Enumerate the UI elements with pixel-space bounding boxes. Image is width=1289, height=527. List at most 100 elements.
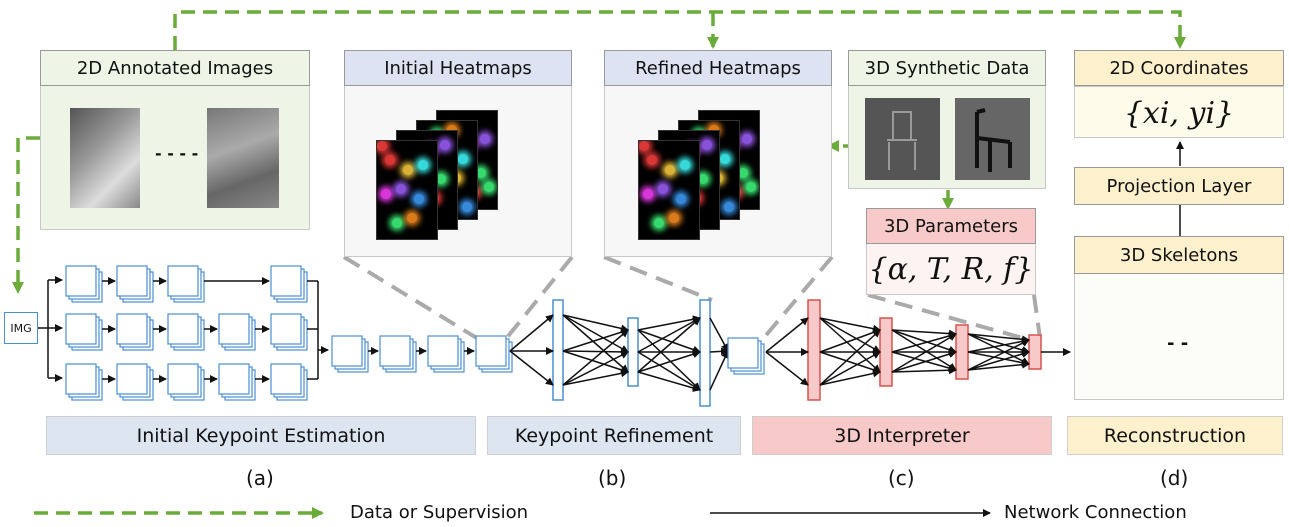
network-graph — [38, 265, 1071, 407]
connection-line — [967, 337, 1030, 353]
connection-line — [891, 366, 957, 375]
connection-line — [967, 333, 1030, 344]
connection-line — [891, 350, 957, 373]
heatmap-frame — [638, 140, 700, 240]
connection-line — [637, 317, 701, 353]
interpreter-layer — [807, 299, 821, 401]
connection-line — [891, 351, 957, 372]
connection-line — [819, 317, 881, 373]
chair-photo-2 — [207, 108, 279, 208]
parameters-panel — [866, 242, 1036, 295]
connection-line — [637, 315, 701, 331]
conv-block — [331, 335, 363, 367]
heat-blob — [720, 154, 730, 164]
heat-blob — [407, 213, 417, 223]
connection-line — [562, 369, 629, 386]
connection-line — [819, 351, 881, 374]
section-letter-a: (a) — [246, 466, 274, 490]
conv-block — [65, 313, 97, 345]
connection-line — [562, 328, 629, 352]
conv-block — [379, 335, 411, 367]
conv-block — [116, 363, 148, 395]
skeletons-panel — [1074, 273, 1284, 400]
heat-blob — [669, 213, 679, 223]
heat-blob — [377, 141, 387, 151]
fc-layer — [627, 317, 639, 387]
interpreter-layer — [1028, 334, 1042, 370]
heat-blob — [676, 194, 686, 204]
section-reconstruction: Reconstruction — [1067, 416, 1283, 455]
connection-line — [819, 317, 881, 333]
heat-blob — [381, 189, 391, 199]
connection-line — [819, 317, 881, 353]
connection-line — [967, 360, 1030, 371]
heat-blob — [639, 141, 649, 151]
conv-block — [475, 335, 507, 367]
coordinates-panel — [1074, 86, 1284, 138]
conv-block — [167, 265, 199, 297]
conv-block — [270, 265, 302, 297]
legend-supervision-text: Data or Supervision — [350, 502, 529, 523]
connection-line — [637, 371, 701, 392]
heat-blob — [647, 155, 657, 165]
heat-blob — [418, 160, 428, 170]
conv-block — [270, 313, 302, 345]
heat-blob — [385, 155, 395, 165]
projection-layer-label: Projection Layer — [1074, 167, 1284, 205]
annotated-images-label: 2D Annotated Images — [40, 50, 310, 86]
connection-line — [967, 351, 1030, 367]
connection-line — [891, 329, 957, 338]
connection-line — [891, 333, 957, 373]
ellipsis: - - - - — [155, 144, 199, 163]
connection-line — [509, 350, 554, 386]
heat-blob — [436, 174, 446, 184]
connection-line — [891, 332, 957, 353]
section-refinement: Keypoint Refinement — [487, 416, 741, 455]
section-initial-estimation: Initial Keypoint Estimation — [46, 416, 476, 455]
connection-line — [562, 350, 629, 374]
connection-line — [637, 329, 701, 391]
conv-block — [116, 265, 148, 297]
connection-line — [562, 314, 629, 353]
connection-line — [891, 329, 957, 354]
section-label: 3D Interpreter — [834, 424, 970, 447]
connection-line — [562, 314, 629, 373]
coordinates-formula: {xi, yi} — [1123, 95, 1235, 131]
connection-line — [765, 317, 809, 353]
connection-line — [637, 351, 701, 391]
heatmap-frame — [376, 140, 438, 240]
connection-line — [562, 329, 629, 386]
heat-blob — [702, 140, 712, 150]
connection-line — [709, 350, 729, 391]
section-label: Initial Keypoint Estimation — [136, 424, 386, 447]
connection-line — [967, 339, 1030, 371]
section-label: Keypoint Refinement — [514, 424, 714, 447]
chair-outlines — [887, 108, 1012, 172]
zoom-lines — [342, 255, 1042, 342]
parameters-formula: {α, T, R, f} — [868, 251, 1034, 287]
section-label: Reconstruction — [1103, 424, 1247, 447]
connection-line — [891, 329, 957, 371]
connection-line — [819, 328, 881, 353]
connection-line — [637, 317, 701, 373]
connection-line — [709, 317, 729, 352]
legend-network-text: Network Connection — [1004, 502, 1187, 523]
heat-blob — [665, 165, 675, 175]
section-letter-b: (b) — [598, 466, 627, 490]
conv-block — [116, 313, 148, 345]
skeleton-separator: - - — [1167, 333, 1189, 354]
section-interpreter: 3D Interpreter — [752, 416, 1052, 455]
heat-blob — [403, 165, 413, 175]
connection-line — [637, 329, 701, 354]
conv-block — [427, 335, 459, 367]
connection-line — [967, 333, 1030, 354]
heat-blob — [476, 168, 486, 178]
conv-block — [727, 337, 759, 369]
chair-photo-1 — [70, 108, 140, 208]
connection-line — [509, 314, 554, 352]
interpreter-layer — [879, 317, 893, 387]
heat-blob — [458, 154, 468, 164]
connection-line — [562, 314, 629, 333]
